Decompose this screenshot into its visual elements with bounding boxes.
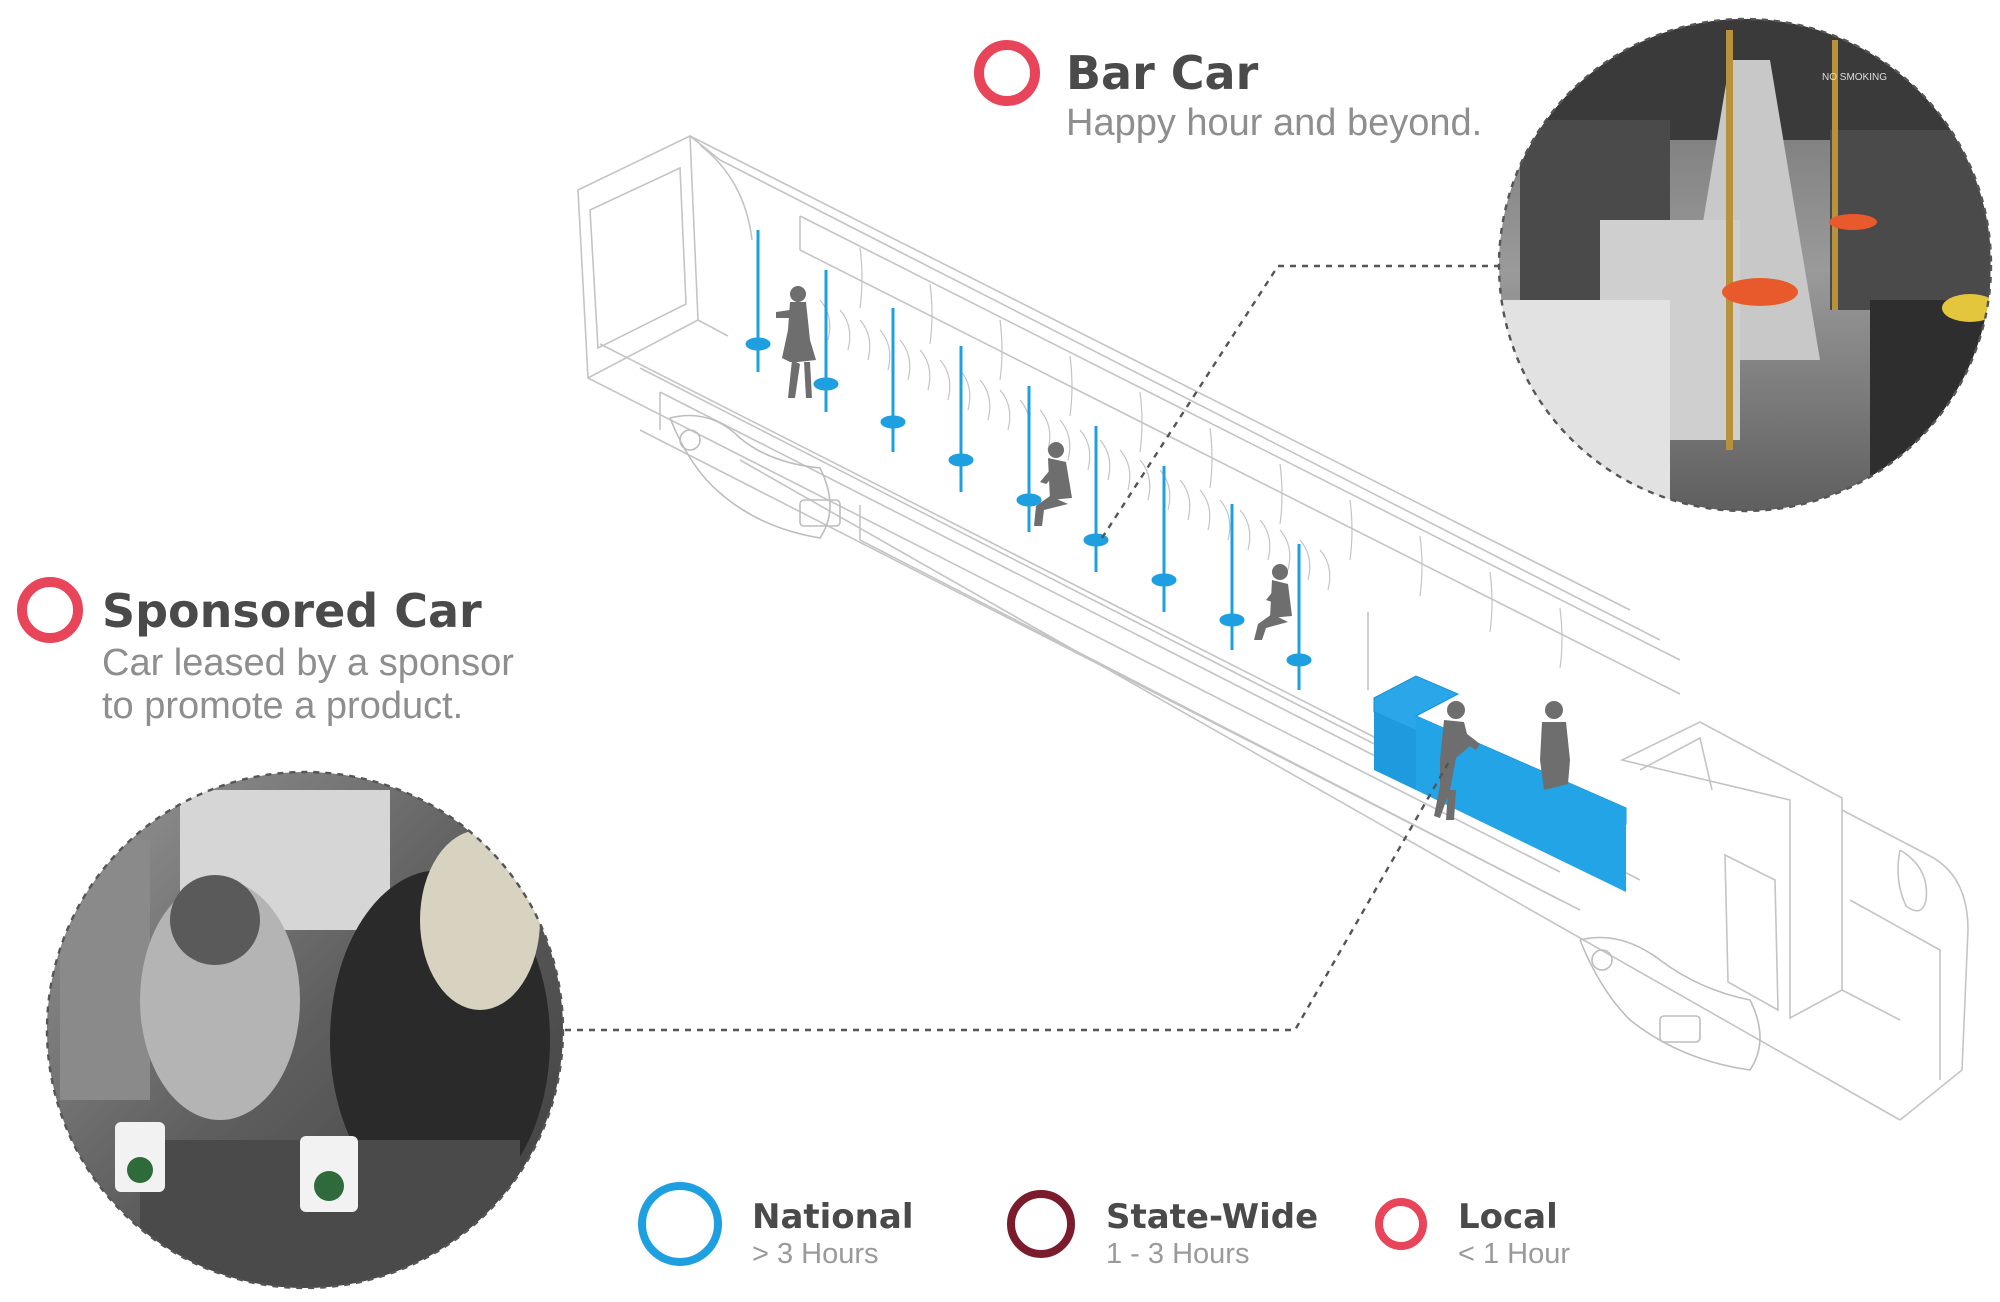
pole-icon — [1083, 426, 1109, 572]
legend-duration: 1 - 3 Hours — [1106, 1238, 1250, 1270]
pole-icon — [1016, 386, 1042, 532]
sponsored-car-description-line2: to promote a product. — [102, 684, 464, 727]
bar-car-callout: Bar Car Happy hour and beyond. — [1066, 50, 1482, 145]
pole-icon — [1286, 544, 1312, 690]
leader-lines — [565, 264, 1498, 1032]
person-silhouette-icon — [1034, 442, 1072, 526]
sponsored-car-marker-icon — [17, 577, 83, 643]
no-smoking-sign: NO SMOKING — [1822, 72, 1887, 83]
sponsored-car-callout: Sponsored Car Car leased by a sponsor to… — [102, 588, 514, 727]
legend-markers — [638, 1182, 1427, 1266]
sponsored-car-title: Sponsored Car — [102, 584, 482, 638]
pole-icon — [1151, 466, 1177, 612]
person-silhouette-icon — [776, 286, 816, 398]
pole-icon — [813, 270, 839, 412]
local-marker-icon — [1375, 1198, 1427, 1250]
pole-icon — [745, 230, 771, 372]
legend-duration: < 1 Hour — [1458, 1238, 1571, 1270]
person-silhouette-icon — [1540, 701, 1570, 790]
legend-duration: > 3 Hours — [752, 1238, 879, 1270]
pole-icon — [1219, 504, 1245, 650]
person-silhouette-icon — [1254, 564, 1292, 640]
person-silhouette-icon — [1434, 701, 1480, 820]
legend-name: State-Wide — [1106, 1197, 1319, 1237]
photo-inset-icon — [1497, 17, 1993, 513]
grab-poles — [745, 230, 1312, 690]
sponsored-car-description-line1: Car leased by a sponsor — [102, 642, 514, 684]
legend-name: Local — [1458, 1197, 1558, 1237]
legend-name: National — [752, 1197, 914, 1237]
photo-inset-icon — [45, 770, 565, 1290]
state-wide-marker-icon — [1007, 1190, 1075, 1258]
pole-icon — [948, 346, 974, 492]
legend-state-wide: State-Wide 1 - 3 Hours — [1106, 1200, 1318, 1269]
bar-car-marker-icon — [974, 40, 1040, 106]
bar-car-photo-inset: NO SMOKING — [1497, 17, 1993, 513]
bar-counter — [1373, 675, 1627, 892]
national-marker-icon — [638, 1182, 722, 1266]
bar-car-title: Bar Car — [1066, 46, 1259, 100]
legend-local: Local < 1 Hour — [1458, 1200, 1570, 1269]
pole-icon — [880, 308, 906, 452]
passenger-figures — [776, 286, 1570, 820]
legend-national: National > 3 Hours — [752, 1200, 913, 1269]
bar-car-description: Happy hour and beyond. — [1066, 102, 1483, 144]
sponsored-car-photo-inset — [45, 770, 565, 1290]
